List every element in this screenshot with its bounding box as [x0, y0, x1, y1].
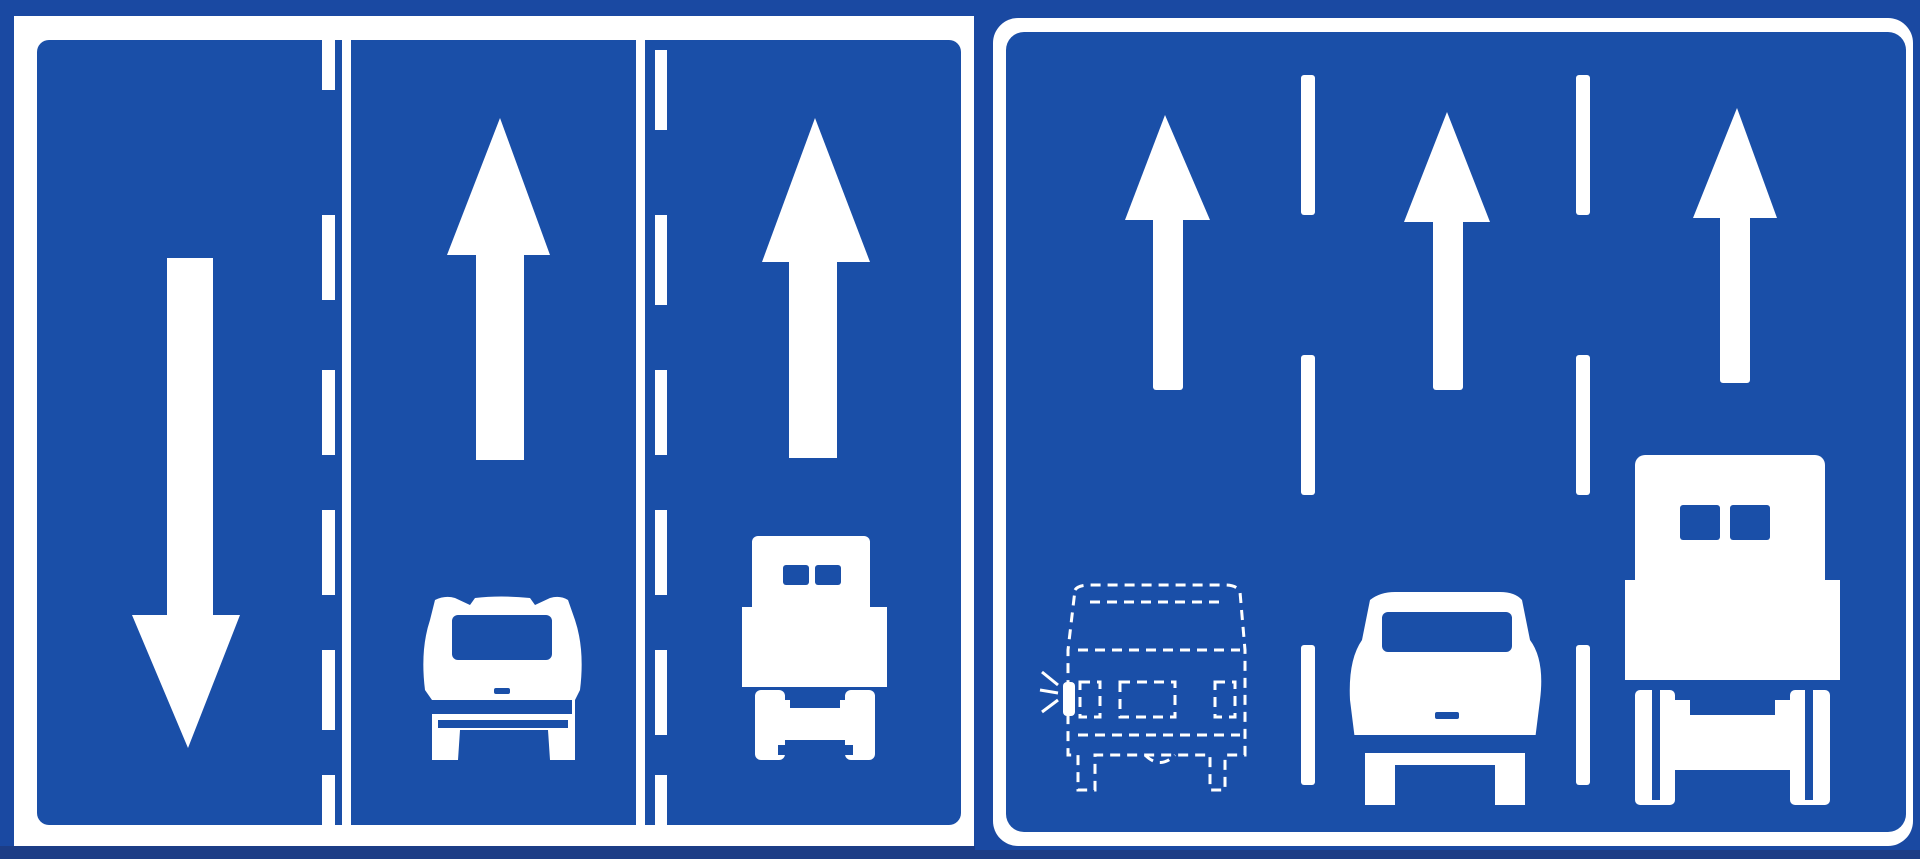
lane-divider-dashed: [1576, 75, 1590, 785]
lane-separator-solid: [636, 40, 645, 825]
left-lane-sign: [14, 16, 974, 846]
tail-light-icon: [1063, 682, 1075, 716]
lane-divider-dashed: [1301, 75, 1315, 785]
lane-separator-solid: [342, 40, 351, 825]
truck-icon: [1625, 455, 1840, 805]
right-lane-sign: [975, 0, 1920, 850]
truck-icon: [742, 536, 887, 760]
